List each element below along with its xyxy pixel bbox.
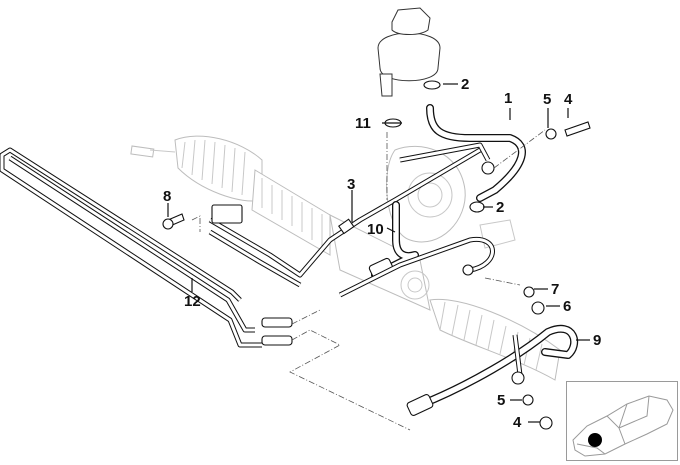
leader-lines xyxy=(167,83,590,423)
hardware xyxy=(162,80,591,430)
washer-7 xyxy=(523,286,535,298)
clamp-2-top xyxy=(423,80,441,90)
pressure-line xyxy=(338,236,495,298)
guide-lines xyxy=(191,129,546,431)
callout-4: 4 xyxy=(513,414,522,431)
callout-10: 10 xyxy=(367,221,384,238)
bolt-4-lower xyxy=(539,416,553,430)
hose-3 xyxy=(208,147,482,288)
callout-5: 5 xyxy=(543,91,552,108)
pipe-12 xyxy=(0,147,293,348)
callout-7: 7 xyxy=(551,281,560,298)
reservoir xyxy=(377,7,441,97)
callout-6: 6 xyxy=(563,298,572,315)
washer-5-top xyxy=(545,128,557,140)
hose-1 xyxy=(399,104,526,202)
callout-9: 9 xyxy=(593,332,602,349)
callout-12: 12 xyxy=(184,293,201,310)
washer-5-lower xyxy=(522,394,534,406)
steering-rack xyxy=(130,135,561,381)
bolt-4-top xyxy=(564,121,591,137)
callout-2: 2 xyxy=(461,76,470,93)
clamp-2-lower xyxy=(469,201,485,213)
callout-2: 2 xyxy=(496,199,505,216)
callout-4: 4 xyxy=(564,91,573,108)
car-front-location-icon xyxy=(572,395,674,457)
hose-9 xyxy=(406,324,579,416)
callout-8: 8 xyxy=(163,188,172,205)
hose-10 xyxy=(368,201,419,279)
vehicle-locator-inset xyxy=(566,381,678,461)
callout-1: 1 xyxy=(504,90,513,107)
callout-11: 11 xyxy=(355,115,371,132)
callout-5: 5 xyxy=(497,392,506,409)
bolt-6 xyxy=(531,301,545,315)
callout-3: 3 xyxy=(347,176,356,193)
